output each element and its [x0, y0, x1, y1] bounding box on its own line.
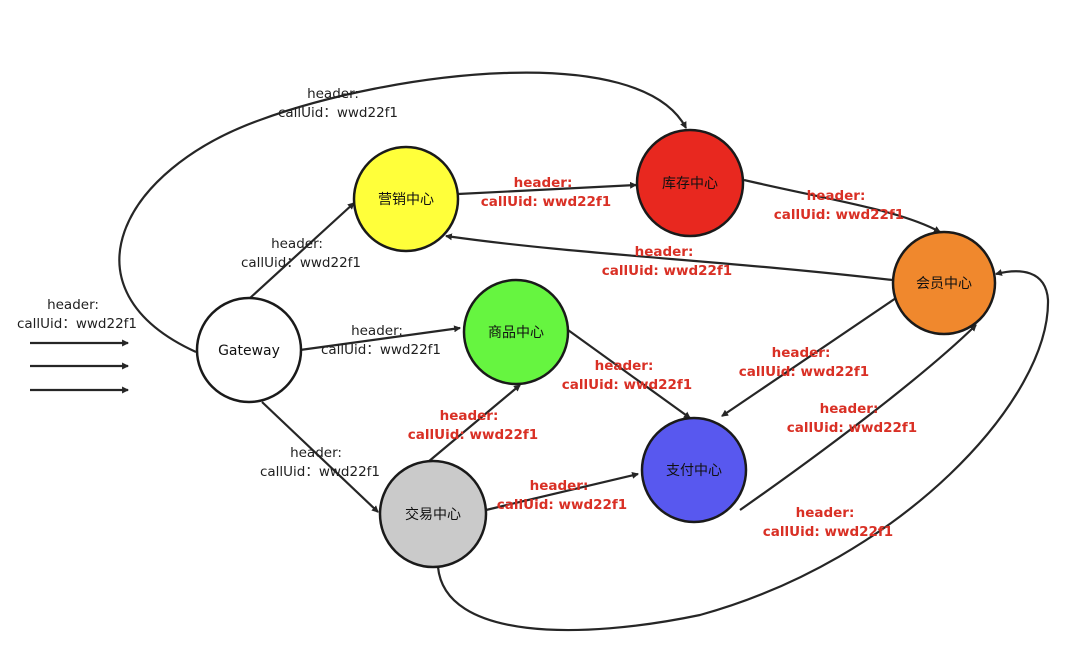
- edge-label-calluid: callUid: wwd22f1: [787, 420, 917, 436]
- gateway-circle: [195, 296, 303, 404]
- product-node: 商品中心: [462, 278, 570, 386]
- trade-product-edge-label: header: callUid: wwd22f1: [408, 408, 538, 443]
- edge-label-calluid: callUid：wwd22f1: [278, 105, 398, 121]
- edge-label-header: header:: [514, 175, 573, 191]
- edge-label-header: header:: [290, 445, 342, 461]
- marketing-inventory-edge-label: header: callUid: wwd22f1: [481, 175, 611, 210]
- edge-label-header: header:: [772, 345, 831, 361]
- edge-label-calluid: callUid：wwd22f1: [260, 464, 380, 480]
- inventory-circle: [635, 128, 745, 238]
- edge-label-header: header:: [807, 188, 866, 204]
- edge-trade-to-member: [436, 269, 1050, 632]
- edge-label-header: header:: [351, 323, 403, 339]
- member-label: 会员中心: [916, 276, 972, 292]
- edge-gateway-to-product: [299, 325, 462, 352]
- inventory-node: 库存中心: [635, 128, 745, 238]
- edge-label-header: header:: [820, 401, 879, 417]
- gateway-trade-edge-label: header: callUid：wwd22f1: [260, 445, 380, 480]
- edge-label-calluid: callUid: wwd22f1: [763, 524, 893, 540]
- edge-label-header: header:: [440, 408, 499, 424]
- incoming-arrows: [30, 339, 130, 394]
- edge-label-calluid: callUid: wwd22f1: [774, 207, 904, 223]
- inventory-member-edge-label: header: callUid: wwd22f1: [774, 188, 904, 223]
- edge-label-calluid: callUid: wwd22f1: [602, 263, 732, 279]
- edge-label-header: header:: [271, 236, 323, 252]
- member-circle: [891, 230, 997, 336]
- edge-label-header: header:: [796, 505, 855, 521]
- gateway-marketing-edge-label: header: callUid：wwd22f1: [241, 236, 361, 271]
- edges: [118, 71, 1050, 632]
- incoming-edge-label: header: callUid：wwd22f1: [17, 297, 137, 332]
- trade-circle: [378, 459, 488, 569]
- member-node: 会员中心: [891, 230, 997, 336]
- gateway-label: Gateway: [218, 343, 280, 359]
- trade-node: 交易中心: [378, 459, 488, 569]
- inventory-label: 库存中心: [662, 176, 718, 192]
- edge-marketing-to-inventory: [457, 181, 638, 196]
- trade-member-edge-label: header: callUid: wwd22f1: [763, 505, 893, 540]
- edge-payment-to-member: [739, 324, 977, 511]
- edge-gateway-to-trade: [261, 401, 379, 513]
- edge-label-header: header:: [635, 244, 694, 260]
- payment-member-edge-label: header: callUid: wwd22f1: [787, 401, 917, 436]
- marketing-label: 营销中心: [378, 192, 434, 208]
- edge-product-to-payment: [567, 329, 691, 419]
- edge-label-calluid: callUid: wwd22f1: [408, 427, 538, 443]
- trade-label: 交易中心: [405, 506, 461, 523]
- product-label: 商品中心: [488, 325, 544, 341]
- edge-label-header: header:: [307, 86, 359, 102]
- edge-member-to-marketing: [444, 233, 893, 282]
- product-circle: [462, 278, 570, 386]
- edge-trade-to-product: [427, 384, 521, 463]
- edge-label-calluid: callUid: wwd22f1: [497, 497, 627, 513]
- edge-label-calluid: callUid：wwd22f1: [321, 342, 441, 358]
- payment-circle: [640, 416, 748, 524]
- gateway-product-edge-label: header: callUid：wwd22f1: [321, 323, 441, 358]
- member-payment-edge-label: header: callUid: wwd22f1: [739, 345, 869, 380]
- marketing-circle: [352, 145, 460, 253]
- edge-label-calluid: callUid：wwd22f1: [241, 255, 361, 271]
- edge-gateway-to-marketing: [249, 202, 355, 299]
- nodes: Gateway 营销中心 库存中心 会员中心 商品中心 支付中心 交易中心: [195, 128, 997, 569]
- trade-payment-edge-label: header: callUid: wwd22f1: [497, 478, 627, 513]
- edge-inventory-to-member: [743, 178, 941, 233]
- product-payment-edge-label: header: callUid: wwd22f1: [562, 358, 692, 393]
- edge-gateway-to-inventory: [118, 71, 687, 354]
- gateway-node: Gateway: [195, 296, 303, 404]
- gateway-inventory-edge-label: header: callUid：wwd22f1: [278, 86, 398, 121]
- edge-label-calluid: callUid：wwd22f1: [17, 316, 137, 332]
- payment-node: 支付中心: [640, 416, 748, 524]
- edge-member-to-payment: [721, 297, 897, 417]
- edge-label-calluid: callUid: wwd22f1: [739, 364, 869, 380]
- edge-label-calluid: callUid: wwd22f1: [562, 377, 692, 393]
- member-marketing-edge-label: header: callUid: wwd22f1: [602, 244, 732, 279]
- edge-label-calluid: callUid: wwd22f1: [481, 194, 611, 210]
- edge-label-header: header:: [595, 358, 654, 374]
- edge-trade-to-payment: [485, 471, 640, 512]
- marketing-node: 营销中心: [352, 145, 460, 253]
- payment-label: 支付中心: [666, 463, 722, 479]
- edge-label-header: header:: [530, 478, 589, 494]
- edge-label-header: header:: [47, 297, 99, 313]
